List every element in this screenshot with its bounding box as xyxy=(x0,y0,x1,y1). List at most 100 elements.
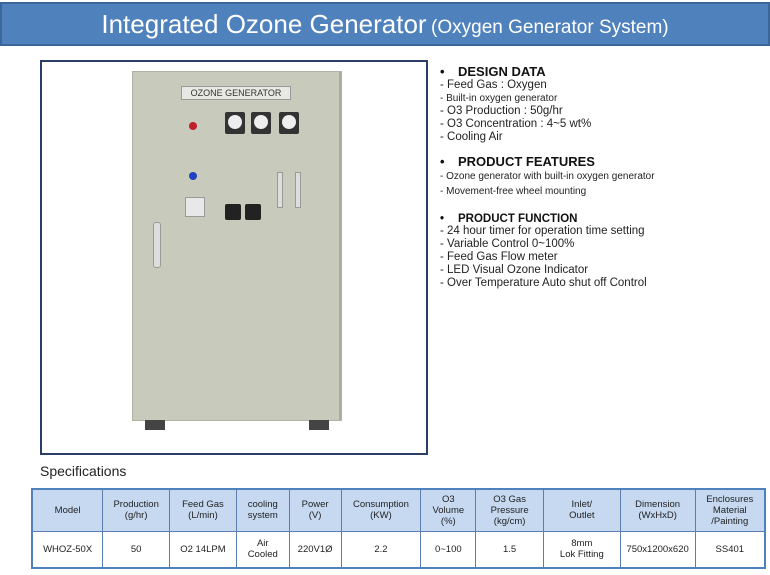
section-heading: PRODUCT FEATURES xyxy=(440,154,765,169)
list-item: - Over Temperature Auto shut off Control xyxy=(440,277,647,289)
list-item: - Ozone generator with built-in oxygen g… xyxy=(440,171,655,182)
cell-text: 2.2 xyxy=(374,543,388,555)
column-header: Consumption(KW) xyxy=(340,488,422,532)
wheel-icon xyxy=(145,420,165,430)
cell-text: (KW) xyxy=(370,510,392,522)
cell-text: O3 Gas xyxy=(493,493,526,505)
page-subtitle: (Oxygen Generator System) xyxy=(431,17,669,38)
product-function-section: PRODUCT FUNCTION - 24 hour timer for ope… xyxy=(440,213,765,290)
cell-text: WHOZ-50X xyxy=(43,543,93,555)
section-heading: PRODUCT FUNCTION xyxy=(440,213,765,225)
cell-text: 8mm xyxy=(571,538,593,550)
table-cell: WHOZ-50X xyxy=(31,530,104,569)
table-cell: O2 14LPM xyxy=(169,530,237,569)
column-header: Production(g/hr) xyxy=(102,488,171,532)
flowmeter-icon xyxy=(277,172,283,208)
cell-text: 1.5 xyxy=(503,543,517,555)
table-cell: 2.2 xyxy=(340,530,422,569)
column-header: Feed Gas(L/min) xyxy=(169,488,237,532)
column-header: Power(V) xyxy=(288,488,342,532)
cell-text: Lok Fitting xyxy=(559,549,604,561)
list-item: - Built-in oxygen generator xyxy=(440,93,558,104)
cell-text: Dimension xyxy=(635,499,681,511)
table-cell: 50 xyxy=(102,530,171,569)
cell-text: Model xyxy=(54,504,81,516)
table-cell: 750x1200x620 xyxy=(619,530,696,569)
ozone-generator-cabinet: OZONE GENERATOR xyxy=(132,71,342,430)
cell-text: 0~100 xyxy=(434,543,462,555)
cell-text: Power xyxy=(301,499,329,511)
cell-text: cooling xyxy=(247,499,278,511)
product-features-section: PRODUCT FEATURES - Ozone generator with … xyxy=(440,154,765,199)
cell-text: O3 xyxy=(441,493,455,505)
cell-text: Pressure xyxy=(490,504,529,516)
cell-text: Feed Gas xyxy=(182,499,224,511)
gauge-icon xyxy=(225,112,245,134)
cell-text: Cooled xyxy=(247,549,278,561)
cell-text: (kg/cm) xyxy=(493,515,526,527)
list-item: - 24 hour timer for operation time setti… xyxy=(440,225,645,237)
cell-text: /Painting xyxy=(711,515,749,527)
gauge-icon xyxy=(251,112,271,134)
cell-text: (L/min) xyxy=(188,510,218,522)
table-cell: 0~100 xyxy=(420,530,477,569)
table-cell: 220V1Ø xyxy=(288,530,342,569)
column-header: Inlet/Outlet xyxy=(543,488,621,532)
product-image: OZONE GENERATOR xyxy=(40,60,428,455)
door-handle-icon xyxy=(153,222,161,268)
cell-text: Inlet/ xyxy=(571,499,593,511)
cell-text: Outlet xyxy=(569,510,595,522)
nameplate: OZONE GENERATOR xyxy=(181,86,291,100)
timer-icon xyxy=(185,197,205,217)
red-lamp-icon xyxy=(189,122,197,130)
cell-text: Consumption xyxy=(352,499,409,511)
cell-text: Air xyxy=(256,538,269,550)
cell-text: O2 14LPM xyxy=(180,543,226,555)
cell-text: (V) xyxy=(308,510,322,522)
list-item: - Cooling Air xyxy=(440,131,503,143)
table-cell: 1.5 xyxy=(475,530,545,569)
page-title: Integrated Ozone Generator xyxy=(101,9,427,39)
cell-text: (%) xyxy=(440,515,456,527)
gauge-icon xyxy=(279,112,299,134)
cell-text: 220V1Ø xyxy=(297,543,333,555)
design-data-section: DESIGN DATA - Feed Gas : Oxygen - Built-… xyxy=(440,64,765,144)
list-item: - Feed Gas : Oxygen xyxy=(440,79,547,91)
cell-text: SS401 xyxy=(715,543,745,555)
knob-icon xyxy=(225,204,241,220)
list-item: - Feed Gas Flow meter xyxy=(440,251,558,263)
blue-lamp-icon xyxy=(189,172,197,180)
cell-text: Enclosures xyxy=(706,493,754,505)
cell-text: Production xyxy=(113,499,159,511)
cell-text: Volume xyxy=(432,504,465,516)
specifications-label: Specifications xyxy=(40,463,127,479)
list-item: - O3 Concentration : 4~5 wt% xyxy=(440,118,592,130)
wheel-icon xyxy=(309,420,329,430)
flowmeter-icon xyxy=(295,172,301,208)
knob-icon xyxy=(245,204,261,220)
cell-text: (g/hr) xyxy=(124,510,148,522)
cell-text: Material xyxy=(712,504,747,516)
cell-text: 750x1200x620 xyxy=(626,543,689,555)
cell-text: 50 xyxy=(130,543,142,555)
cell-text: (WxHxD) xyxy=(638,510,677,522)
column-header: Model xyxy=(31,488,104,532)
page-header: Integrated Ozone Generator (Oxygen Gener… xyxy=(0,2,770,46)
list-item: - LED Visual Ozone Indicator xyxy=(440,264,589,276)
section-heading: DESIGN DATA xyxy=(440,64,765,79)
list-item: - O3 Production : 50g/hr xyxy=(440,105,563,117)
list-item: - Variable Control 0~100% xyxy=(440,238,575,250)
column-header: Dimension(WxHxD) xyxy=(619,488,696,532)
table-cell: SS401 xyxy=(694,530,766,569)
cell-text: system xyxy=(247,510,278,522)
list-item: - Movement-free wheel mounting xyxy=(440,186,587,197)
